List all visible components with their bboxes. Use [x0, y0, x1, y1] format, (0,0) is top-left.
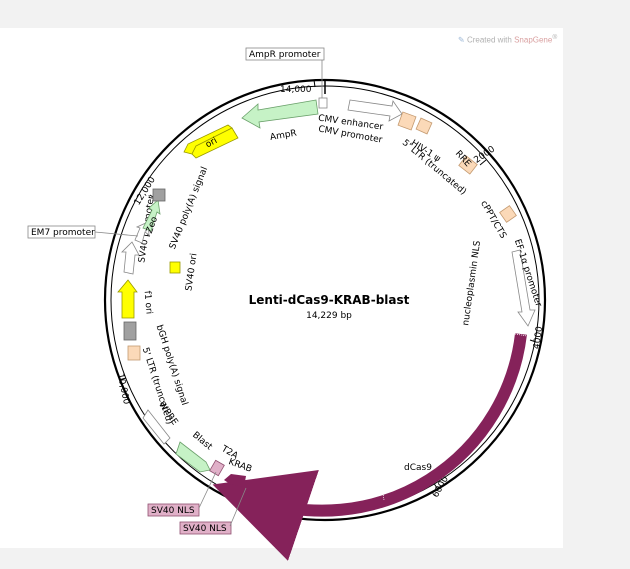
sv40-promoter-arrow [121, 241, 140, 275]
dcas9-label: dCas9 [404, 463, 432, 473]
nucleoplasmin-label: nucleoplasmin NLS [461, 240, 483, 326]
plasmid-name: Lenti-dCas9-KRAB-blast [249, 293, 410, 307]
tick-10000: 10,000 [115, 373, 131, 406]
plasmid-size: 14,229 bp [306, 311, 352, 321]
ampr-promoter-label: AmpR promoter [249, 50, 321, 60]
nucleoplasmin-nls-mark [514, 333, 528, 337]
krab-label: KRAB [227, 457, 253, 475]
ori-arrow-body [191, 127, 239, 159]
dcas9-divider [381, 486, 385, 501]
krab-arrow [224, 474, 246, 487]
credit-brand: SnapGene [514, 35, 553, 45]
sv40-polya-block [152, 188, 166, 202]
ltr-top-label: 5' LTR (truncated) [400, 138, 468, 197]
ori-label: ori [204, 136, 219, 150]
snapgene-leaf-icon: ✎ [458, 35, 465, 45]
credit-mark: ® [552, 34, 558, 41]
ampr-promoter-block [318, 97, 328, 109]
ampr-label: AmpR [269, 128, 297, 143]
tick-14000: 14,000 [280, 85, 312, 95]
cppt-block [499, 205, 517, 223]
sv40-nls-1-leader [198, 471, 217, 509]
blast-arrow [175, 441, 211, 473]
dcas9-arrow [212, 333, 527, 561]
ampr-promoter-label-box [245, 47, 325, 61]
rre-block [458, 155, 478, 175]
cmv-arrow [347, 99, 403, 122]
f1-ori-label: f1 ori [142, 290, 154, 314]
cppt-label: cPPT/CTS [478, 199, 508, 240]
em7-label: EM7 promoter [31, 228, 95, 238]
blast-label: Blast [190, 430, 214, 452]
sv40-nls-2-box [179, 521, 232, 535]
sv40-nls-2-leader [229, 487, 247, 527]
sv40-polya-label: SV40 poly(A) signal [168, 166, 210, 251]
ef1a-arrow [511, 249, 536, 327]
ltr-top-block [397, 111, 417, 131]
ltr-lower-block [127, 345, 141, 361]
sv40-nls-1-label: SV40 NLS [151, 506, 195, 516]
sv40-ori-label: SV40 ori [184, 253, 199, 292]
f1-ori-arrow [117, 279, 138, 319]
bgh-block [123, 321, 137, 341]
sv40-ori-block [169, 261, 181, 274]
sv40-nls-2-label: SV40 NLS [183, 524, 227, 534]
t2a-block [209, 459, 225, 477]
tick-4000: 4000 [532, 325, 545, 349]
hiv-psi-block [415, 117, 433, 135]
snapgene-credit: ✎ Created with SnapGene® [458, 34, 557, 45]
em7-leader [94, 231, 139, 237]
credit-prefix: Created with [466, 35, 515, 45]
ampr-arrow [241, 99, 319, 129]
sv40-nls-1-box [147, 503, 200, 517]
zeo-arrow [142, 199, 161, 232]
wpre-arrow [142, 409, 171, 445]
